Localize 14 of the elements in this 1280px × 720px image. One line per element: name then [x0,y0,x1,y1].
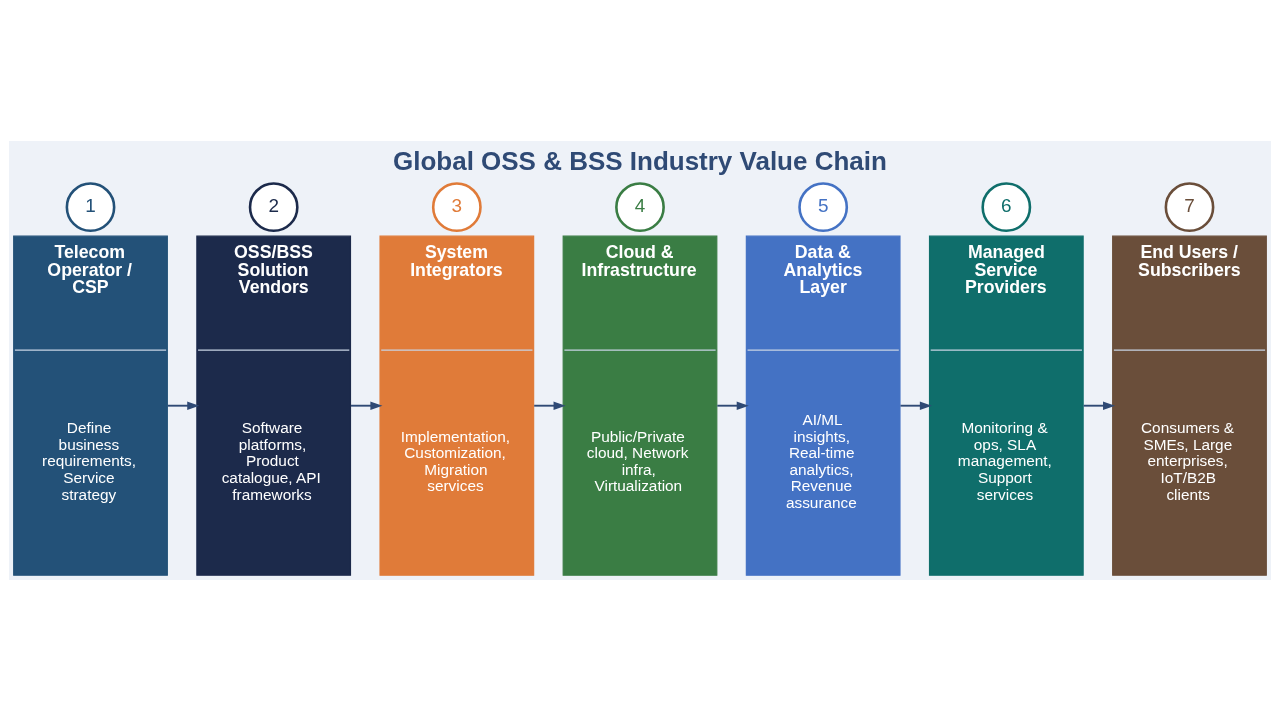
arrow [350,400,383,410]
node-circle: 5 [798,181,849,232]
node-circle: 4 [615,181,665,232]
arrow [716,400,749,410]
arrow [533,400,566,410]
node-circle: 3 [431,181,482,232]
node-circle: 6 [981,181,1032,232]
diagram-title: Global OSS & BSS Industry Value Chain [393,145,887,176]
node-circle: 2 [248,181,299,232]
node-circle: 1 [65,181,116,232]
arrow [899,400,932,410]
arrow [1082,400,1116,410]
arrow [166,400,200,410]
node-circle: 7 [1164,181,1215,232]
